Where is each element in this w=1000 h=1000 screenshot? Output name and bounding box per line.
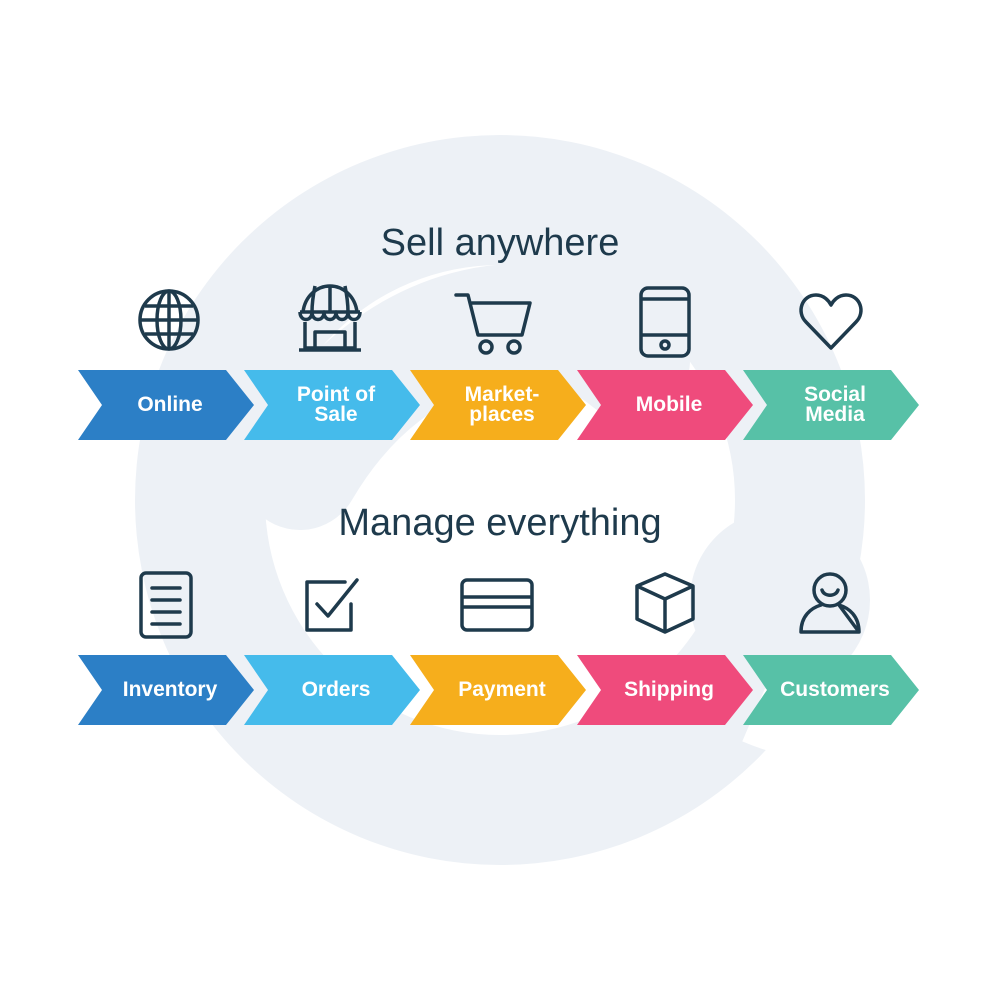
- document-list-icon: [121, 565, 211, 645]
- step-label-orders: Orders: [301, 678, 371, 701]
- chevron-step-social-media: Social Media: [743, 370, 919, 440]
- step-label-inventory: Inventory: [122, 678, 218, 701]
- step-label-customers: Customers: [780, 678, 890, 701]
- heart-icon: [786, 282, 876, 362]
- checkbox-icon: [286, 565, 376, 645]
- chevron-step-mobile: Mobile: [577, 370, 753, 440]
- shopping-cart-icon: [449, 282, 539, 362]
- step-label-marketplaces: Market- places: [464, 383, 540, 426]
- chevron-step-inventory: Inventory: [78, 655, 254, 725]
- step-label-social-media: Social Media: [804, 383, 866, 426]
- chevron-step-marketplaces: Market- places: [410, 370, 586, 440]
- chevron-step-payment: Payment: [410, 655, 586, 725]
- chevron-step-online: Online: [78, 370, 254, 440]
- credit-card-icon: [452, 565, 542, 645]
- step-label-online: Online: [137, 393, 203, 416]
- box-icon: [620, 563, 710, 643]
- storefront-icon: [285, 278, 375, 358]
- chevron-step-customers: Customers: [743, 655, 919, 725]
- smartphone-icon: [620, 282, 710, 362]
- globe-icon: [124, 280, 214, 360]
- user-icon: [785, 563, 875, 643]
- sell-anywhere-heading: Sell anywhere: [380, 222, 620, 264]
- chevron-step-orders: Orders: [244, 655, 420, 725]
- step-label-payment: Payment: [458, 678, 546, 701]
- chevron-shape: [78, 370, 254, 440]
- step-label-point-of-sale: Point of Sale: [296, 383, 376, 426]
- manage-everything-heading: Manage everything: [338, 502, 662, 544]
- step-label-shipping: Shipping: [624, 678, 714, 701]
- chevron-step-point-of-sale: Point of Sale: [244, 370, 420, 440]
- step-label-mobile: Mobile: [635, 393, 703, 416]
- chevron-step-shipping: Shipping: [577, 655, 753, 725]
